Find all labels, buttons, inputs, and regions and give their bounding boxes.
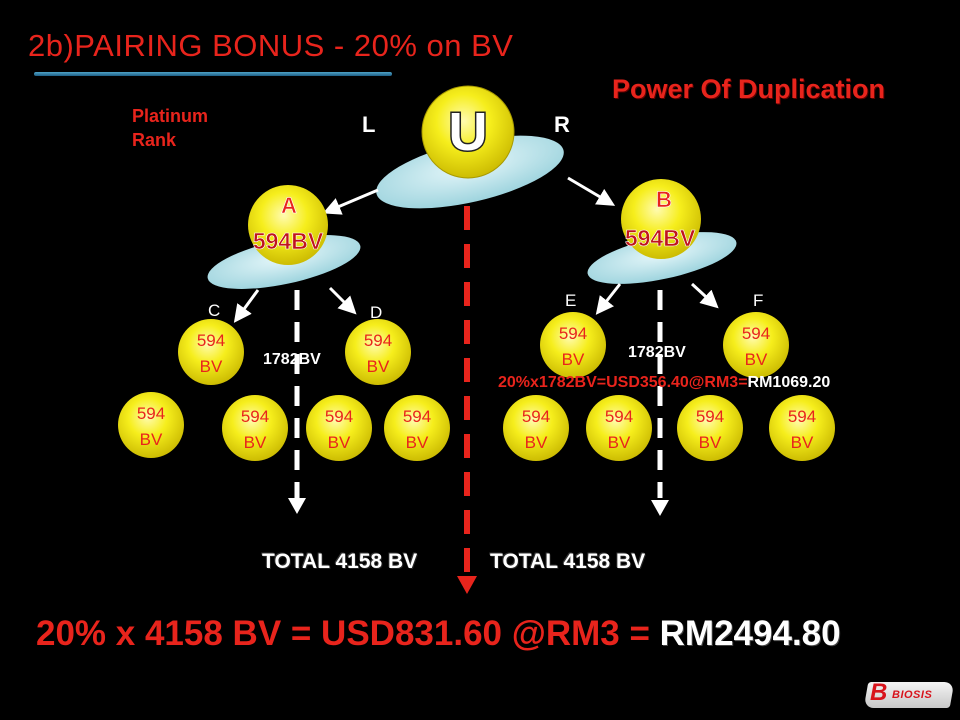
arrow-root-to-b: [567, 176, 616, 206]
left-subtree-total: 1782BV: [263, 351, 321, 368]
bv-node: [345, 319, 411, 385]
total-bonus-calculation: 20% x 4158 BV = USD831.60 @RM3 = RM2494.…: [36, 614, 841, 654]
label-d: D: [370, 303, 382, 322]
node-b: [621, 179, 701, 259]
bv-node-value: 594: [742, 324, 770, 343]
bv-node-value: 594: [364, 331, 392, 350]
slide-title: 2b)PAIRING BONUS - 20% on BV: [28, 28, 514, 63]
bv-node: [178, 319, 244, 385]
label-c: C: [208, 301, 220, 320]
bv-node-unit: BV: [608, 433, 631, 452]
label-f: F: [753, 291, 763, 310]
subtree-calc-formula: 20%x1782BV=USD356.40@RM3=: [498, 374, 748, 391]
left-leg-label: L: [362, 112, 375, 137]
left-subtree-arrowhead: [288, 498, 306, 514]
subtree-bonus-calculation: 20%x1782BV=USD356.40@RM3=RM1069.20: [498, 374, 830, 392]
bv-node: [306, 395, 372, 461]
bv-node: [222, 395, 288, 461]
bv-node-unit: BV: [562, 350, 585, 369]
total-calc-formula: 20% x 4158 BV = USD831.60 @RM3 =: [36, 614, 660, 653]
bv-node-value: 594: [788, 407, 816, 426]
node-a-value: 594BV: [253, 228, 324, 254]
right-total: TOTAL 4158 BV: [490, 550, 646, 573]
title-underline: [34, 72, 392, 76]
bv-node-unit: BV: [699, 433, 722, 452]
right-leg-label: R: [554, 112, 570, 137]
rank-line-1: Platinum: [132, 106, 209, 126]
bv-node-value: 594: [325, 407, 353, 426]
bv-node-unit: BV: [406, 433, 429, 452]
bv-node-unit: BV: [525, 433, 548, 452]
node-a: [248, 185, 328, 265]
bv-node-value: 594: [696, 407, 724, 426]
bv-node-value: 594: [403, 407, 431, 426]
bv-node-value: 594: [559, 324, 587, 343]
total-calc-result: RM2494.80: [659, 614, 841, 653]
node-a-letter: A: [281, 193, 297, 218]
bv-node: [384, 395, 450, 461]
node-b-letter: B: [656, 187, 672, 212]
bv-node-value: 594: [522, 407, 550, 426]
node-b-value: 594BV: [625, 225, 696, 251]
subtitle: Power Of Duplication: [612, 74, 886, 104]
rank-label: Platinum Rank: [132, 104, 208, 152]
root-node: [421, 85, 515, 179]
bv-node: [769, 395, 835, 461]
bv-node: [586, 395, 652, 461]
bv-node-value: 594: [605, 407, 633, 426]
arrow-a-to-c: [233, 289, 260, 323]
bv-node-value: 594: [241, 407, 269, 426]
bv-node-value: 594: [197, 331, 225, 350]
bv-node: [503, 395, 569, 461]
right-subtree-arrowhead: [651, 500, 669, 516]
left-total: TOTAL 4158 BV: [262, 550, 418, 573]
bv-node: [723, 312, 789, 378]
bv-node-unit: BV: [328, 433, 351, 452]
arrow-root-to-a: [322, 188, 379, 215]
bv-node-unit: BV: [791, 433, 814, 452]
arrow-b-to-f: [690, 282, 719, 309]
root-label: U: [449, 102, 488, 162]
arrow-a-to-d: [328, 286, 357, 315]
subtree-calc-result: RM1069.20: [747, 374, 831, 391]
bv-node-unit: BV: [200, 357, 223, 376]
bv-node-value: 594: [137, 404, 165, 423]
biosis-logo-text: BIOSIS: [892, 689, 933, 701]
bv-node: [118, 392, 184, 458]
bv-node: [540, 312, 606, 378]
arrow-b-to-e: [595, 283, 622, 315]
bv-node-unit: BV: [367, 357, 390, 376]
biosis-logo-letter: B: [870, 679, 888, 706]
main-divider-arrowhead: [457, 576, 477, 594]
bv-node: [677, 395, 743, 461]
bv-node-unit: BV: [244, 433, 267, 452]
right-subtree-total: 1782BV: [628, 344, 686, 361]
bv-node-unit: BV: [745, 350, 768, 369]
rank-line-2: Rank: [132, 130, 177, 150]
bv-node-unit: BV: [140, 430, 163, 449]
label-e: E: [565, 291, 576, 310]
